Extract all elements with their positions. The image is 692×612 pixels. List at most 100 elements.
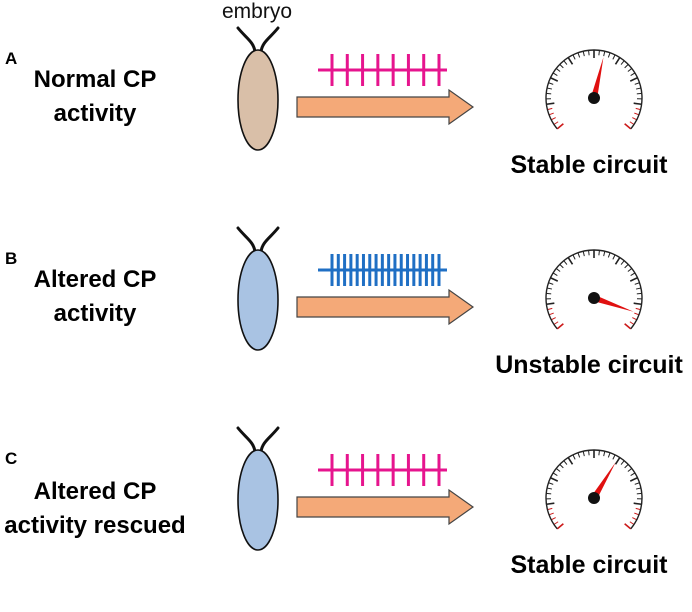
gauge-tick: [633, 502, 642, 506]
gauge-tick: [556, 123, 564, 130]
gauge-hub: [588, 492, 600, 504]
gauge-tick: [553, 521, 559, 525]
gauge-tick: [612, 254, 616, 260]
gauge-tick: [567, 457, 574, 465]
gauge-tick: [633, 102, 642, 106]
gauge-tick: [563, 260, 568, 265]
condition-label-line-1: Altered CP: [34, 266, 157, 293]
gauge-tick: [546, 302, 555, 306]
outcome-arrow: [296, 488, 475, 526]
gauge-tick: [582, 251, 585, 257]
gauge-tick: [588, 450, 590, 456]
embryo-body: [237, 249, 279, 351]
gauge-tick: [633, 302, 642, 306]
gauge-tick: [548, 512, 554, 516]
gauge-tick: [588, 250, 590, 256]
gauge-needle: [591, 462, 616, 500]
gauge-tick: [629, 121, 635, 125]
gauge-tick: [548, 82, 554, 85]
embryo-heading: embryo: [222, 0, 292, 23]
gauge-tick: [555, 468, 561, 472]
gauge-needle: [590, 57, 604, 99]
outcome-label: Unstable circuit: [495, 351, 683, 379]
gauge-tick: [635, 287, 642, 290]
gauge-tick: [634, 112, 640, 116]
embryo-antenna-left: [236, 426, 257, 454]
gauge-tick: [546, 87, 553, 90]
outcome-label: Stable circuit: [511, 151, 669, 179]
gauge-tick: [555, 268, 561, 272]
gauge-tick: [546, 102, 555, 106]
embryo-antenna-left: [236, 226, 257, 254]
gauge-tick: [603, 251, 606, 257]
gauge-tick: [577, 452, 581, 458]
gauge-tick: [607, 452, 611, 458]
embryo-body: [237, 49, 279, 151]
gauge-tick: [635, 87, 642, 90]
gauge-tick: [629, 76, 638, 82]
gauge-tick: [577, 252, 581, 258]
gauge-tick: [548, 312, 554, 316]
gauge-tick: [546, 287, 553, 290]
gauge-tick: [614, 57, 621, 65]
gauge-hub: [588, 292, 600, 304]
gauge-tick: [607, 52, 611, 58]
gauge-tick: [556, 523, 564, 530]
gauge-tick: [627, 268, 633, 272]
gauge-tick: [603, 451, 606, 457]
gauge-tick: [614, 457, 621, 465]
gauge-tick: [588, 50, 590, 56]
embryo-antenna-right: [259, 26, 280, 54]
gauge-tick: [612, 454, 616, 460]
gauge-tick: [624, 63, 629, 69]
gauge-tick: [632, 317, 637, 321]
gauge-tick: [572, 454, 576, 460]
gauge-tick: [620, 460, 625, 465]
gauge-tick: [567, 257, 574, 265]
embryo-antenna-right: [259, 426, 280, 454]
outcome-label: Stable circuit: [511, 551, 669, 579]
embryo-antenna-right: [259, 226, 280, 254]
gauge-tick: [550, 76, 559, 82]
gauge-tick: [624, 263, 629, 269]
gauge-tick: [546, 487, 553, 490]
condition-label-line-2: activity rescued: [4, 512, 185, 539]
gauge-tick: [629, 276, 638, 282]
gauge-tick: [634, 282, 640, 285]
gauge-tick: [552, 472, 558, 476]
gauge-tick: [547, 307, 553, 311]
gauge-tick: [620, 60, 625, 65]
gauge-tick: [635, 507, 641, 511]
gauge-tick: [630, 272, 636, 276]
gauge-tick: [552, 72, 558, 76]
gauge-tick: [634, 512, 640, 516]
gauge-tick: [553, 321, 559, 325]
gauge-tick: [627, 68, 633, 72]
gauge-tick: [634, 482, 640, 485]
gauge-tick: [614, 257, 621, 265]
gauge-tick: [553, 121, 559, 125]
gauge-tick: [546, 502, 555, 506]
gauge-needle: [592, 294, 634, 312]
gauge-tick: [559, 463, 564, 469]
gauge-tick: [582, 51, 585, 57]
gauge-tick: [559, 63, 564, 69]
embryo-body: [237, 449, 279, 551]
gauge-tick: [548, 112, 554, 116]
gauge-tick: [550, 276, 559, 282]
gauge-tick: [630, 72, 636, 76]
gauge-tick: [632, 117, 637, 121]
gauge-tick: [624, 463, 629, 469]
outcome-arrow: [296, 88, 475, 126]
gauge-tick: [548, 282, 554, 285]
gauge-tick: [612, 54, 616, 60]
panel-letter: B: [5, 249, 17, 268]
gauge-tick: [634, 312, 640, 316]
gauge-tick: [551, 317, 556, 321]
gauge-tick: [567, 57, 574, 65]
gauge-tick: [627, 468, 633, 472]
gauge-tick: [629, 476, 638, 482]
